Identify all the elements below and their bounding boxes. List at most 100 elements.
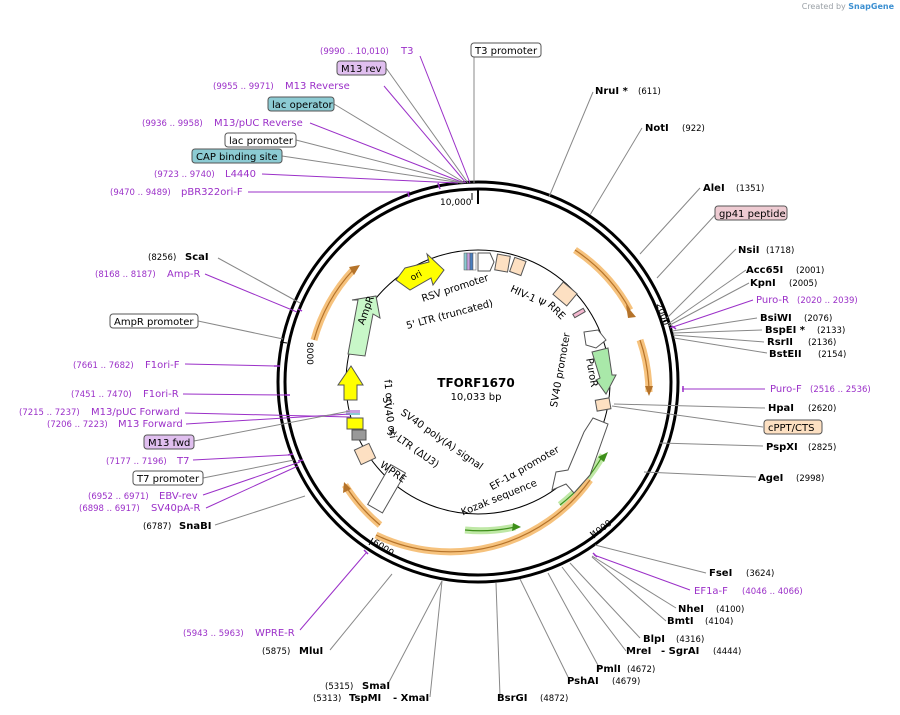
label-ampr-promoter-box[interactable] [109, 313, 199, 329]
label-t3-promoter-name: T3 promoter [474, 46, 538, 57]
label-T3-pos: (9990 .. 10,010) [320, 47, 389, 57]
label-pshai-pos: (4679) [612, 677, 640, 687]
label-scai-pos: (8256) [148, 253, 176, 263]
label-wpre-r-name: WPRE-R [255, 628, 295, 639]
label-ef1a-f-name: EF1a-F [694, 586, 728, 597]
label-noti-name: NotI [645, 123, 669, 134]
ori-label: ori [409, 269, 424, 283]
plasmid-name: TFORF1670 [437, 376, 514, 390]
snapgene-credit: Created by SnapGene [802, 2, 894, 11]
label-mlui-pos: (5875) [262, 647, 290, 657]
label-bmti-pos: (4104) [705, 617, 733, 627]
label-l4440-name: L4440 [225, 169, 256, 180]
tick-8000: 8000 [279, 341, 314, 365]
label-l4440-pos: (9723 .. 9740) [154, 170, 215, 180]
label-nsii-pos: (1718) [766, 246, 794, 256]
bottom-labels: (5315) SmaI (5313) TspMI - XmaI [313, 681, 429, 704]
label-m13puc-rev-name: M13/pUC Reverse [214, 118, 303, 129]
orf-arc-1 [573, 247, 634, 312]
label-noti-pos: (922) [682, 124, 705, 134]
feature-gp41-small [572, 307, 586, 319]
label-gp41-box[interactable] [714, 205, 788, 221]
label-lac-operator-box[interactable] [267, 96, 335, 112]
label-sgrai-name: - SgrAI [661, 646, 699, 657]
label-bsiwi-name: BsiWI [760, 313, 792, 324]
label-m13reverse-name: M13 Reverse [285, 81, 350, 92]
label-m13fwd-primer-name: M13 Forward [118, 419, 183, 430]
plasmid-length: 10,033 bp [451, 392, 502, 403]
orf-arc-2-head [645, 386, 653, 396]
label-ampr-primer-pos: (8168 .. 8187) [95, 270, 156, 280]
label-lac-operator-name: lac operator [272, 100, 333, 111]
backbone-inner-ring [283, 187, 673, 577]
feature-wpre-box [367, 463, 407, 514]
label-m13fwd-primer-pos: (7206 .. 7223) [47, 420, 108, 430]
label-pbr322-pos: (9470 .. 9489) [110, 188, 171, 198]
feature-label-f1-ori: f1 ori [381, 379, 394, 406]
label-snabi-name: SnaBI [179, 521, 211, 532]
feature-ampr-arrow [347, 295, 381, 357]
label-fsei-name: FseI [709, 568, 732, 579]
label-m13rev-box[interactable] [336, 60, 387, 76]
label-m13puc-fwd-pos: (7215 .. 7237) [19, 408, 80, 418]
label-nhei-name: NheI [678, 604, 704, 615]
label-bsteii-name: BstEII [769, 349, 802, 360]
label-puro-r-name: Puro-R [756, 295, 789, 306]
label-agei-pos: (2998) [796, 474, 824, 484]
label-ebv-rev-name: EBV-rev [159, 491, 198, 502]
orf-arc-7-head [349, 265, 360, 275]
orf-arc-3-head [598, 452, 608, 462]
feature-hiv-psi-box [508, 256, 527, 277]
label-hpai-name: HpaI [768, 403, 794, 414]
label-lac-promoter-box[interactable] [224, 132, 297, 148]
label-m13fwd-box[interactable] [143, 434, 195, 450]
feature-sv40-ori-box [346, 417, 364, 430]
label-ef1a-f-pos: (4046 .. 4066) [742, 587, 803, 597]
label-ebv-rev-pos: (6952 .. 6971) [88, 492, 149, 502]
feature-cppt-box [594, 397, 612, 412]
feature-label-puror: PuroR [583, 357, 599, 388]
label-m13fwd-name: M13 fwd [148, 438, 190, 449]
tick-2000: 2000 [654, 302, 671, 327]
feature-label-hiv-psi: HIV-1 Ψ [508, 284, 547, 310]
label-tspmi-name: TspMI [349, 693, 381, 704]
feature-label-sv40-promoter: SV40 promoter [549, 331, 573, 408]
label-mrei-name: MreI [626, 646, 651, 657]
label-agei-name: AgeI [758, 473, 783, 484]
label-t3-promoter-box[interactable] [470, 42, 542, 58]
label-tspmi-pos: (5313) [313, 694, 341, 704]
label-f1ori-f-pos: (7661 .. 7682) [73, 361, 134, 371]
orf-arc-5-head [512, 523, 521, 531]
label-sgrai-pos: (4444) [713, 647, 741, 657]
feature-t7-cluster [346, 410, 360, 415]
feature-label-5ltr: 5' LTR (truncated) [405, 298, 494, 332]
label-snabi-pos: (6787) [143, 522, 171, 532]
label-blpi-name: BlpI [643, 634, 665, 645]
label-bspei-name: BspEI * [765, 325, 806, 336]
feature-ltr-3-box [353, 442, 377, 466]
label-bsteii-pos: (2154) [818, 350, 846, 360]
feature-rre-box [552, 281, 578, 307]
backbone-outer-ring [276, 180, 680, 584]
label-cppt-box[interactable] [763, 419, 823, 435]
label-f1ori-r-pos: (7451 .. 7470) [71, 390, 132, 400]
label-t7-promoter-box[interactable] [132, 470, 204, 486]
label-m13puc-fwd-name: M13/pUC Forward [91, 407, 180, 418]
orf-arc-2 [636, 338, 653, 393]
feature-rsv-promoter-arrow [477, 252, 495, 272]
tick-label-2000: 2000 [654, 302, 671, 327]
label-ampr-promoter-name: AmpR promoter [114, 317, 194, 328]
label-hpai-pos: (2620) [808, 404, 836, 414]
label-nsii-name: NsiI [738, 245, 759, 256]
orf-arc-7 [310, 267, 356, 341]
label-smai-name: SmaI [362, 681, 390, 692]
orf-arc-6-head [343, 482, 351, 493]
label-cap-box[interactable] [191, 148, 283, 164]
credit-prefix: Created by [801, 2, 846, 11]
label-gp41-name: gp41 peptide [719, 209, 786, 220]
label-kpni-pos: (2005) [789, 279, 817, 289]
feature-sv40-promoter-arrow [583, 329, 607, 349]
label-acc65i-name: Acc65I [746, 265, 783, 276]
label-bspei-pos: (2133) [817, 326, 845, 336]
